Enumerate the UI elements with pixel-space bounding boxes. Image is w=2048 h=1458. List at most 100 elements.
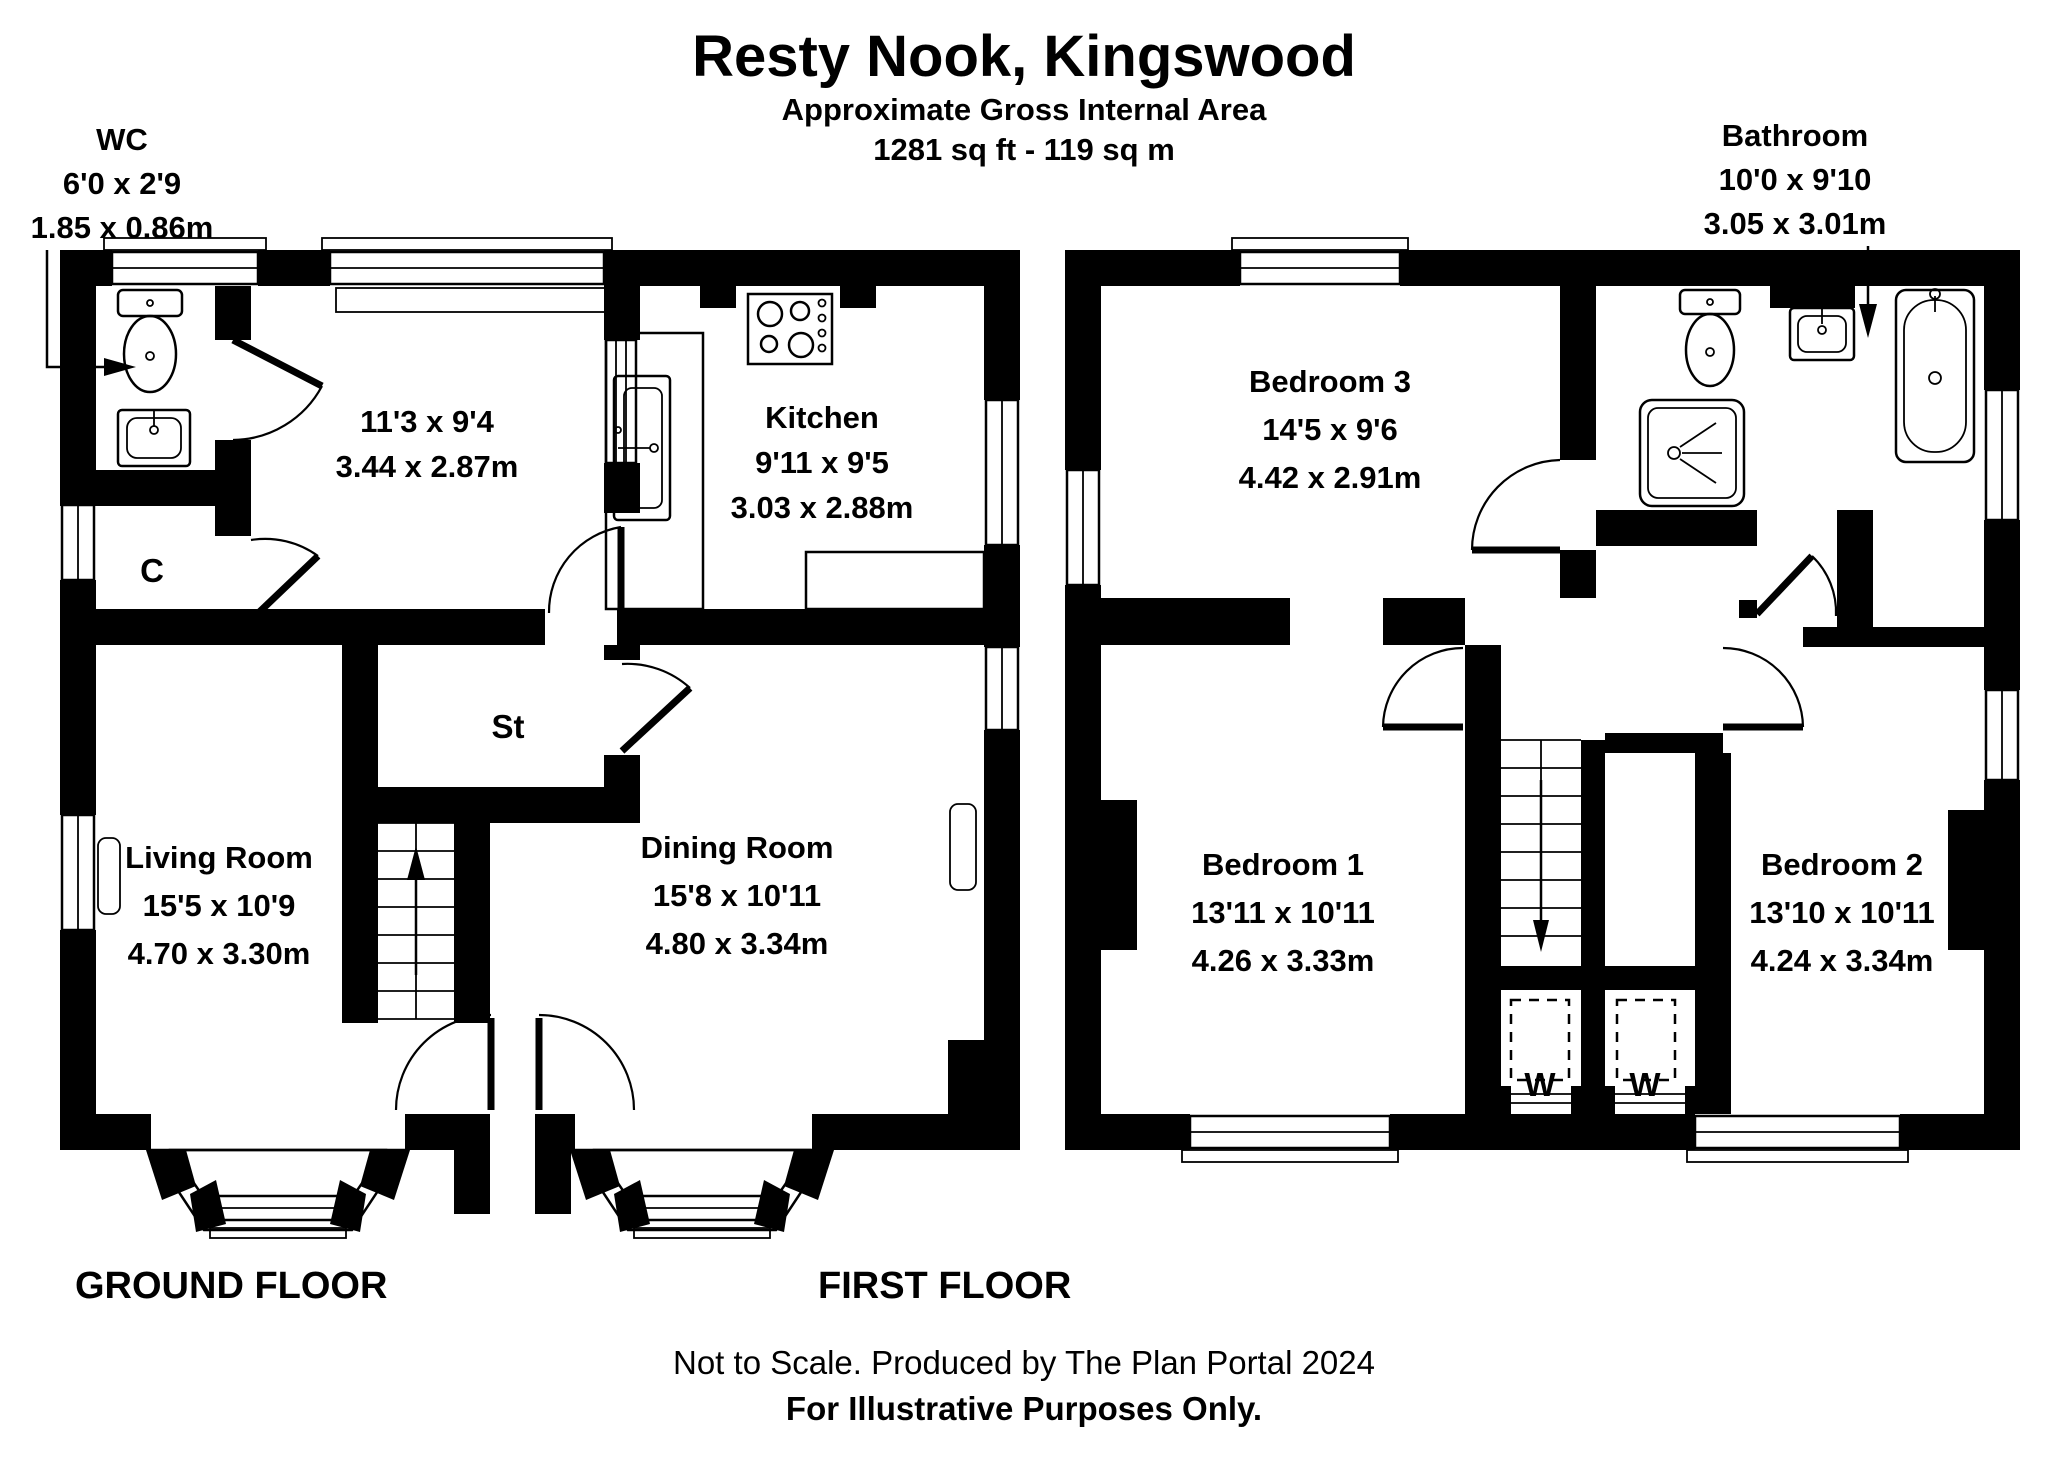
wall-segment: [60, 250, 112, 286]
living-room-name: Living Room: [125, 840, 313, 875]
cupboard-door: [248, 537, 321, 623]
wall-segment: [1900, 1114, 2020, 1150]
bedroom2-imperial: 13'10 x 10'11: [1749, 895, 1934, 930]
wall-segment: [1984, 286, 2020, 390]
ground-floor-plan: WC 6'0 x 2'9 1.85 x 0.86m 11'3 x 9'4 3.4…: [31, 122, 1020, 1307]
wall-segment: [535, 1114, 575, 1150]
wall-segment: [1984, 780, 2020, 1114]
wall-segment: [812, 1114, 1020, 1150]
bedroom2-window: [1686, 1114, 1909, 1163]
living-room-imperial: 15'5 x 10'9: [143, 888, 296, 923]
wall-segment: [1803, 627, 1984, 647]
wall-segment: [454, 823, 490, 1023]
wall-segment: [215, 506, 251, 536]
bathroom-metric: 3.05 x 3.01m: [1704, 206, 1887, 241]
wall-segment: [1065, 286, 1101, 470]
wall-segment: [1065, 585, 1101, 1114]
wall-segment: [1770, 286, 1855, 308]
bedroom2-radiator: [1951, 829, 1981, 931]
wall-segment: [1101, 598, 1290, 645]
wall-segment: [617, 609, 984, 645]
wc-imperial: 6'0 x 2'9: [63, 166, 181, 201]
bathroom-door: [1754, 553, 1838, 617]
wc-door: [231, 336, 324, 442]
wc-leader-line: [45, 250, 104, 369]
chimney-breast: [1101, 800, 1137, 950]
hall-metric: 3.44 x 2.87m: [336, 449, 519, 484]
wall-segment: [1065, 250, 1240, 286]
wall-segment: [984, 286, 1020, 400]
first-floor-windows: [1065, 237, 2020, 1163]
cupboard-label: C: [140, 552, 164, 589]
wall-segment: [258, 250, 330, 286]
bedroom1-metric: 4.26 x 3.33m: [1192, 943, 1375, 978]
dining-room-name: Dining Room: [641, 830, 834, 865]
bedroom3-door: [1470, 458, 1561, 554]
landing-side-window: [1065, 468, 1101, 587]
wall-segment: [60, 1114, 151, 1150]
wall-segment: [1465, 645, 1501, 1114]
bathroom-toilet-icon: [1678, 288, 1742, 388]
french-doors: [394, 1013, 636, 1111]
wc-label: WC 6'0 x 2'9 1.85 x 0.86m: [31, 122, 213, 376]
first-floor-walls: [1065, 250, 2020, 1150]
bay-post: [330, 1180, 366, 1232]
bedroom1-name: Bedroom 1: [1202, 847, 1364, 882]
wall-segment: [1581, 990, 1605, 1114]
hall-window-board: [335, 287, 607, 313]
kitchen-imperial: 9'11 x 9'5: [755, 445, 889, 480]
footer: Not to Scale. Produced by The Plan Porta…: [673, 1344, 1375, 1427]
wall-segment: [1695, 753, 1731, 1114]
bedroom3-name: Bedroom 3: [1249, 364, 1411, 399]
bay-post: [146, 1150, 196, 1200]
living-room-metric: 4.70 x 3.30m: [128, 936, 311, 971]
footer-disclaimer: Not to Scale. Produced by The Plan Porta…: [673, 1344, 1375, 1381]
wall-segment: [604, 755, 640, 787]
bay-post: [614, 1180, 650, 1232]
bathroom-label: Bathroom 10'0 x 9'10 3.05 x 3.01m: [1704, 118, 1887, 338]
bedroom3-label: Bedroom 3 14'5 x 9'6 4.42 x 2.91m: [1239, 364, 1422, 495]
page-title: Resty Nook, Kingswood: [692, 24, 1356, 89]
ground-floor-walls: [60, 250, 1020, 1214]
kitchen-metric: 3.03 x 2.88m: [731, 490, 914, 525]
bedroom1-window: [1181, 1114, 1399, 1163]
wall-segment: [1739, 600, 1757, 618]
wc-name: WC: [96, 122, 148, 157]
kitchen-window: [984, 398, 1020, 547]
wc-toilet-icon: [116, 288, 184, 394]
hob-icon: [746, 292, 834, 366]
wall-segment: [1390, 1114, 1695, 1150]
wall-segment: [215, 286, 251, 340]
bathroom-window: [1984, 388, 2020, 522]
bedroom1-door: [1381, 646, 1464, 731]
kitchen-name: Kitchen: [765, 400, 879, 435]
wc-leader-arrow-icon: [104, 358, 136, 376]
wall-segment: [342, 645, 378, 1023]
bathroom-name: Bathroom: [1722, 118, 1868, 153]
wall-segment: [1501, 966, 1695, 990]
kitchen-screen: [604, 338, 638, 465]
page-area: 1281 sq ft - 119 sq m: [873, 132, 1175, 167]
bay-post: [360, 1150, 410, 1200]
hall-label: 11'3 x 9'4 3.44 x 2.87m: [336, 404, 519, 484]
ground-floor-label: GROUND FLOOR: [75, 1265, 387, 1307]
porch-wall: [535, 1150, 571, 1214]
chimney-breast: [948, 1040, 984, 1114]
bedroom2-label: Bedroom 2 13'10 x 10'11 4.24 x 3.34m: [1749, 847, 1934, 978]
first-floor-label: FIRST FLOOR: [818, 1265, 1071, 1307]
living-room-window: [60, 813, 96, 932]
wall-segment: [1400, 250, 2020, 286]
hall-imperial: 11'3 x 9'4: [360, 404, 494, 439]
cupboard-window: [60, 503, 96, 582]
wall-segment: [1837, 510, 1873, 546]
bedroom1-imperial: 13'11 x 10'11: [1191, 895, 1375, 930]
bay-sill: [209, 1227, 347, 1239]
bay-post: [570, 1150, 620, 1200]
bedroom1-label: Bedroom 1 13'11 x 10'11 4.26 x 3.33m: [1191, 847, 1375, 978]
wall-segment: [984, 545, 1020, 647]
wall-segment: [700, 286, 736, 308]
bedroom3-imperial: 14'5 x 9'6: [1262, 412, 1397, 447]
wall-segment: [1065, 1114, 1190, 1150]
